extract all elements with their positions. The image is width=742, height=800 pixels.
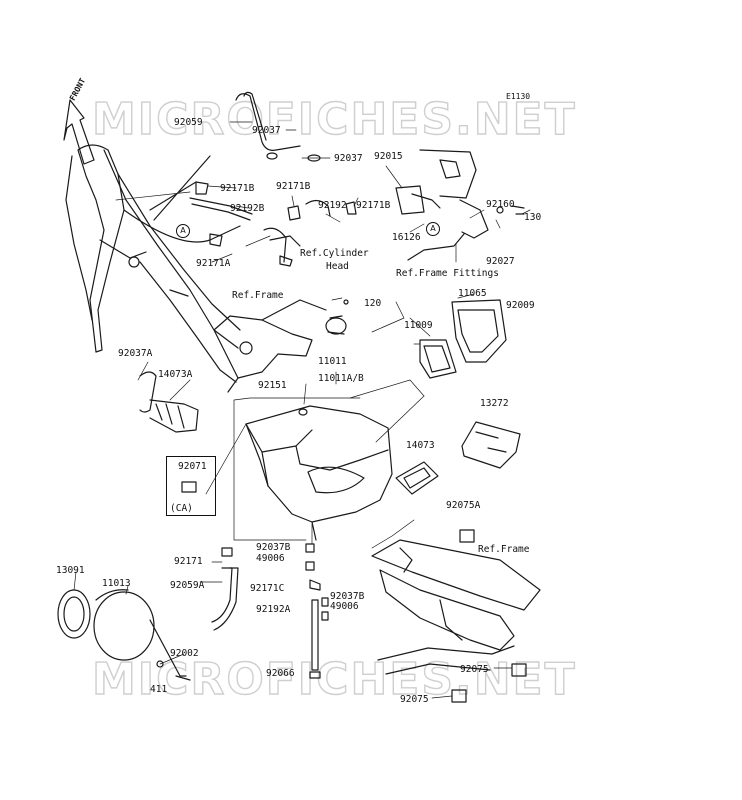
part-label: 11013 [102,578,131,589]
part-label: 411 [150,684,168,695]
part-label: 92002 [170,648,199,659]
part-label: 16126 [392,232,421,243]
part-label: 11065 [458,288,487,299]
marker-a: A [426,222,440,236]
part-label: 49006 [256,553,285,564]
part-label: 92171B [356,200,391,211]
part-label: 92171 [174,556,203,567]
drain-tube-drawing [211,543,329,679]
part-label: 92009 [506,300,535,311]
watermark-top: MICROFICHES.NET [91,93,577,145]
part-label: 92027 [486,256,515,267]
part-label: 130 [524,212,542,223]
part-label: 92192A [256,604,291,615]
part-label: 92171A [196,258,231,269]
part-label: 92066 [266,668,295,679]
filter-element-drawing [57,589,191,681]
reference-lines [73,121,531,699]
airbox-drawing [139,371,393,541]
part-label: 92171B [220,183,255,194]
part-label: 92075A [446,500,481,511]
part-label: 92160 [486,199,515,210]
subframe-drawing [371,529,541,703]
part-label: 13272 [480,398,509,409]
part-label: Ref.Cylinder [300,248,369,259]
part-label: 92071 [178,461,207,472]
part-label: 14073 [406,440,435,451]
part-label: 92037B [330,591,365,602]
part-label: Ref.Frame Fittings [396,268,499,279]
part-label: 92171B [276,181,311,192]
part-label: 13091 [56,565,85,576]
part-label: 92037 [252,125,281,136]
part-label: 14073A [158,369,193,380]
part-label: 92192B [230,203,265,214]
part-label: 120 [364,298,382,309]
part-label: 92037B [256,542,291,553]
part-label: 11009 [404,320,433,331]
breather-hose-drawing [189,91,525,267]
part-label: 92059A [170,580,205,591]
part-label: (CA) [170,503,193,514]
part-label: 92151 [258,380,287,391]
part-label: 49006 [330,601,359,612]
part-label: 11011A/B [318,373,364,384]
marker-a: A [176,224,190,238]
air-filter-parts-drawing [325,299,521,495]
part-label: 92075 [460,664,489,675]
part-label: Head [326,261,349,272]
frame-drawing [65,144,327,393]
part-label: 92037A [118,348,153,359]
callout-box-ca [166,456,216,516]
part-label: 11011 [318,356,347,367]
diagram-id: E1130 [506,92,531,101]
front-arrow-icon [63,99,95,165]
part-label: 92059 [174,117,203,128]
part-label: 92037 [334,153,363,164]
part-label: 92171C [250,583,285,594]
part-label: 92192 [318,200,347,211]
part-label: 92075 [400,694,429,705]
part-label: Ref.Frame [232,290,284,301]
part-label: 92015 [374,151,403,162]
part-label: Ref.Frame [478,544,530,555]
